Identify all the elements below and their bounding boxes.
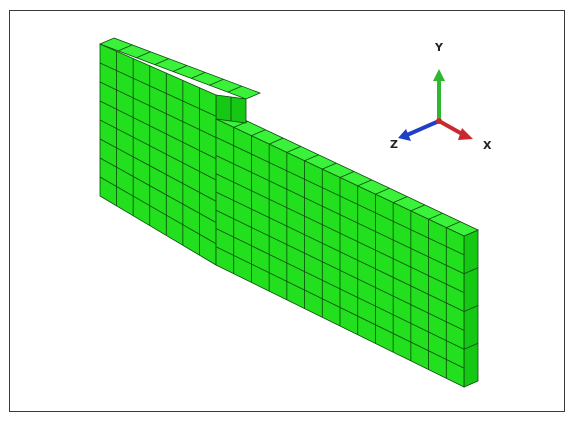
y-axis-arrowhead: [433, 69, 445, 81]
z-axis-arrow: [406, 119, 440, 137]
step-front-face-gridline: [99, 100, 217, 160]
step-top-face-gridline: [209, 78, 224, 86]
step-front-face-gridline: [99, 157, 217, 223]
step-front-face-gridline: [99, 81, 217, 138]
finite-element-mesh[interactable]: [98, 37, 479, 388]
beam-front-face-gridline: [215, 228, 465, 350]
beam-front-face-gridline: [215, 136, 465, 256]
beam-end-face-gridline: [463, 305, 479, 312]
beam-top-face-gridline: [251, 129, 266, 137]
beam-top-face-gridline: [410, 204, 426, 212]
beam-front-face-gridline: [215, 191, 465, 312]
beam-end-face-gridline: [463, 267, 479, 275]
beam-top-face-gridline: [375, 187, 390, 195]
view-triad: Y Z X: [390, 41, 492, 152]
beam-top-face-gridline: [339, 171, 355, 178]
triad-origin: [436, 118, 442, 124]
beam-top-face-gridline: [428, 212, 443, 220]
beam-top-face-gridline: [357, 179, 372, 187]
step-top-face-gridline: [136, 51, 151, 59]
beam-top-face-gridline: [268, 137, 284, 145]
beam-top-face-gridline: [392, 196, 408, 203]
beam-end-face-gridline: [463, 342, 479, 350]
beam-top-face-gridline: [446, 221, 461, 229]
graphics-viewport[interactable]: Y Z X: [9, 10, 565, 412]
step-top-face-gridline: [172, 65, 188, 72]
beam-front-face-gridline: [215, 209, 465, 331]
x-axis-label: X: [483, 139, 492, 152]
step-front-face-gridline: [99, 62, 217, 117]
step-top-face-gridline: [227, 85, 242, 93]
x-axis-arrow: [438, 119, 465, 137]
step-front-face-gridline: [99, 138, 217, 202]
z-axis-arrowhead: [398, 129, 411, 141]
beam-top-face-gridline: [286, 146, 302, 153]
step-top-face-gridline: [154, 58, 169, 65]
y-axis-label: Y: [434, 41, 444, 54]
step-top-face-gridline: [191, 72, 206, 79]
step-front-face-gridline: [99, 119, 217, 181]
beam-front-face-gridline: [215, 155, 465, 275]
step-top-face-gridline: [118, 44, 133, 52]
beam-top-face-gridline: [322, 162, 337, 170]
z-axis-label: Z: [390, 138, 398, 151]
beam-front-face-gridline: [215, 173, 465, 293]
mesh-model-view[interactable]: Y Z X: [10, 11, 566, 413]
x-axis-arrowhead: [458, 128, 473, 140]
beam-top-face-gridline: [304, 154, 319, 162]
beam-front-face-gridline: [215, 246, 465, 369]
step-front-face-gridline: [99, 176, 217, 245]
